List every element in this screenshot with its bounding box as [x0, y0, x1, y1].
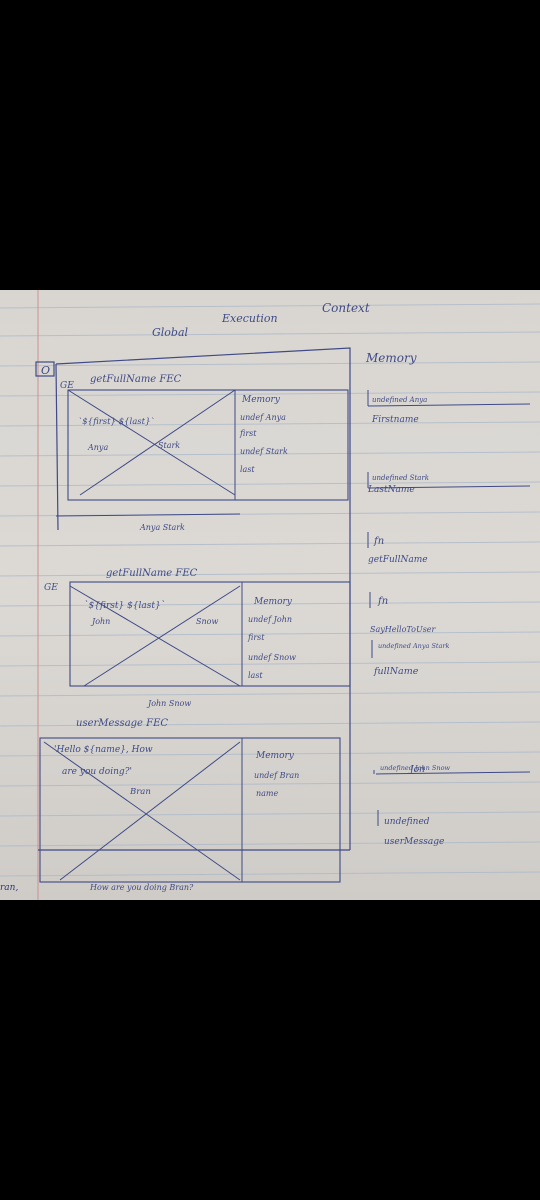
box-label: O — [41, 364, 50, 377]
left-edge-text: ran, — [0, 883, 18, 893]
global-mem-name-2: LastName — [367, 485, 415, 495]
section3-mem-row-label: name — [256, 789, 279, 798]
global-mem-value-6: undefined John Snow — [380, 764, 450, 772]
notebook-photo: Global Execution Context O GE getFullNam… — [0, 290, 540, 900]
section1-mem-row1-label: first — [239, 429, 257, 438]
ruled-lines — [0, 303, 540, 877]
section2-arg2: Snow — [196, 617, 218, 626]
global-mem-name-1: Firstname — [371, 415, 419, 425]
section2-mem-row1-label: first — [247, 633, 265, 642]
global-memory-column: Memory undefined Anya Firstname undefine… — [365, 351, 531, 847]
heading-part3: Context — [322, 301, 370, 315]
section1-arg1: Anya — [87, 443, 108, 452]
section3-line2: are you doing?' — [62, 767, 132, 777]
section1-mem-row1: undef Anya — [240, 413, 286, 422]
section1-corner: GE — [60, 381, 74, 391]
global-mem-value-5: undefined Anya Stark — [378, 642, 450, 650]
heading-part2: Execution — [221, 312, 278, 325]
page-heading: Global Execution Context O — [35, 301, 370, 377]
global-mem-name-3: getFullName — [368, 555, 428, 565]
section2-template: `${first} ${last}` — [84, 600, 165, 611]
global-mem-value-7: undefined — [384, 817, 430, 827]
section3-line1: 'Hello ${name}, How — [54, 745, 153, 755]
section1-memory-title: Memory — [241, 395, 281, 405]
section3-title: userMessage FEC — [76, 718, 168, 729]
global-mem-value-1: undefined Anya — [372, 396, 427, 404]
notebook-page: Global Execution Context O GE getFullNam… — [0, 290, 540, 900]
section1-arg2: Stark — [158, 441, 180, 450]
section3-result: How are you doing Bran? — [89, 883, 194, 892]
global-mem-name-4: SayHelloToUser — [370, 625, 437, 634]
section2-mem-row1: undef John — [248, 615, 292, 624]
section1-mem-row2: undef Stark — [240, 447, 288, 456]
global-mem-name-7: userMessage — [384, 837, 444, 847]
section2-corner: GE — [44, 583, 58, 593]
section2-result: John Snow — [146, 699, 191, 708]
section2-mem-row2: undef Snow — [248, 653, 296, 662]
section3-memory-title: Memory — [255, 751, 295, 761]
section1-mem-row2-label: last — [240, 465, 255, 474]
global-mem-value-3: fn — [373, 536, 384, 547]
section3-userMessage: userMessage FEC 'Hello ${name}, How are … — [0, 718, 341, 893]
global-mem-name-5: fullName — [373, 666, 419, 677]
section2-arg1: John — [90, 617, 110, 626]
section2-mem-row2-label: last — [248, 671, 263, 680]
section1-result: Anya Stark — [139, 523, 185, 532]
section3-arg: Bran — [129, 787, 151, 797]
section3-mem-row: undef Bran — [254, 771, 299, 780]
section2-getFullName: GE getFullName FEC `${first} ${last}` Jo… — [44, 568, 351, 708]
global-mem-value-4: fn — [377, 596, 388, 607]
section2-title: getFullName FEC — [106, 568, 198, 579]
section1-getFullName: GE getFullName FEC `${first} ${last}` An… — [55, 374, 349, 532]
global-mem-name-6: Jon — [408, 765, 425, 775]
section1-title: getFullName FEC — [90, 374, 182, 385]
section2-memory-title: Memory — [253, 597, 293, 607]
section1-template: `${first} ${last}` — [78, 416, 155, 427]
global-mem-value-2: undefined Stark — [372, 474, 429, 482]
heading-part1: Global — [152, 326, 189, 339]
global-memory-title: Memory — [365, 351, 417, 365]
